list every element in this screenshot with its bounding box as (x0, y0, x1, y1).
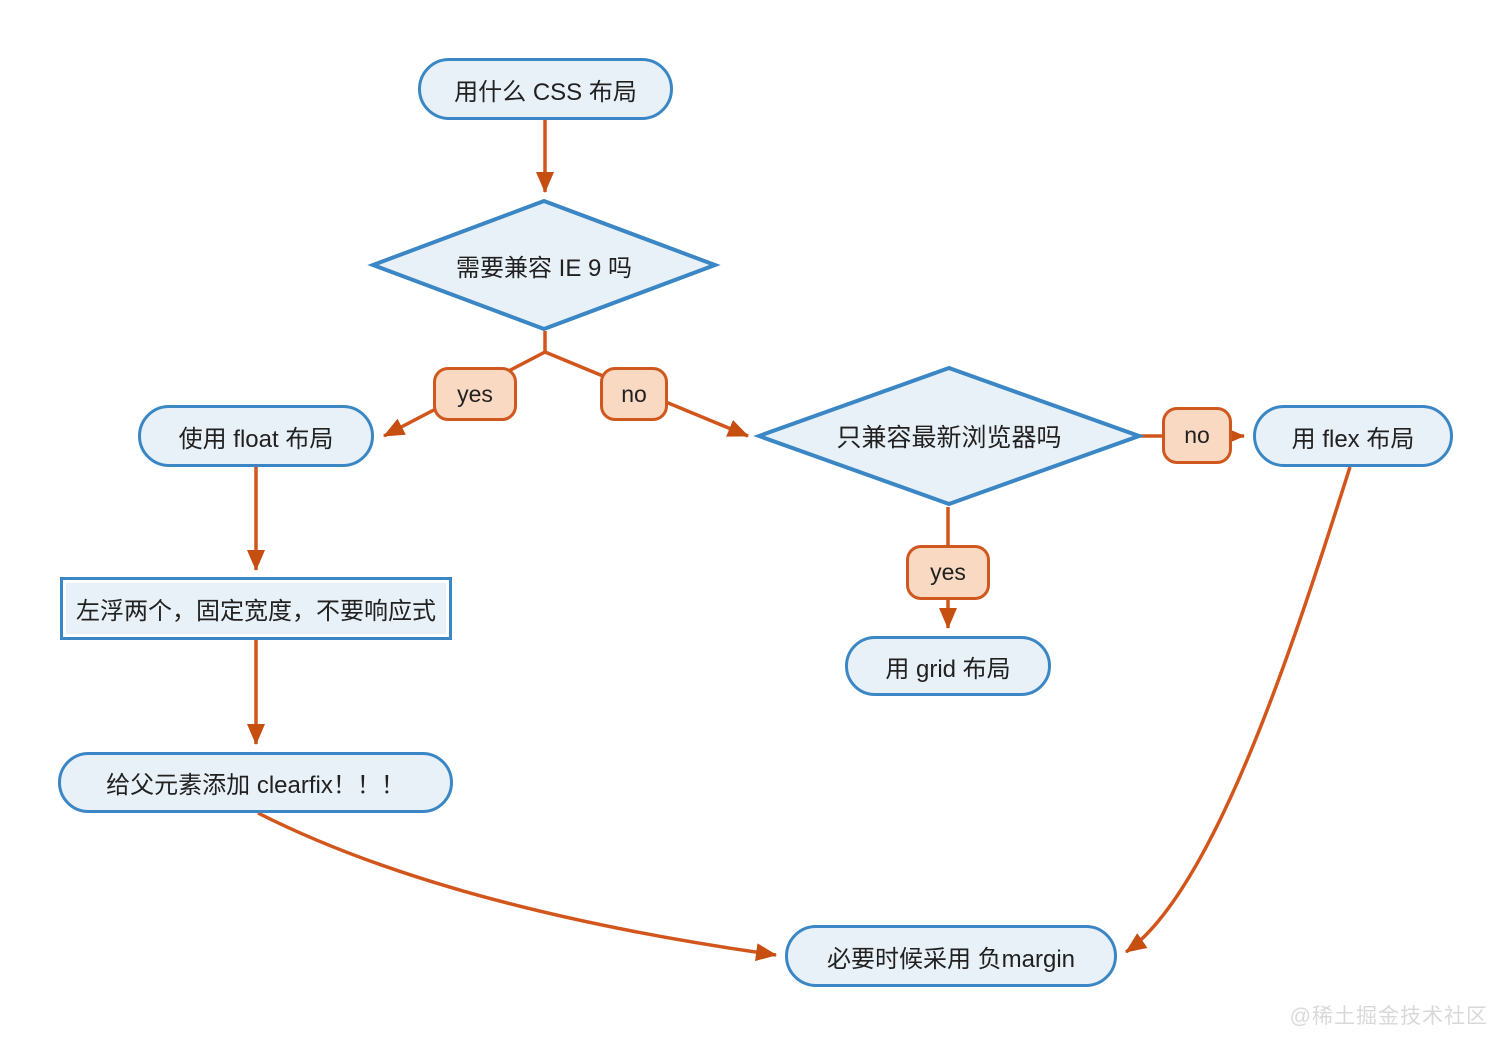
edge-clearfix-to-negmargin (257, 811, 777, 962)
node-grid-layout-label: 用 grid 布局 (885, 655, 1011, 683)
node-negative-margin: 必要时候采用 负margin (785, 925, 1117, 987)
edge-label-ie9-no-text: no (621, 380, 647, 407)
edge-label-modern-yes: yes (906, 545, 990, 600)
node-clearfix: 给父元素添加 clearfix！！！ (58, 752, 453, 813)
node-decision-ie9-label: 需要兼容 IE 9 吗 (455, 254, 633, 282)
watermark: @稀土掘金技术社区 (1289, 1005, 1488, 1028)
node-start-label: 用什么 CSS 布局 (454, 78, 637, 106)
edge-label-ie9-no: no (600, 367, 668, 421)
edge-label-ie9-yes: yes (433, 367, 517, 421)
node-float-detail: 左浮两个，固定宽度，不要响应式 (60, 577, 452, 640)
edge-label-modern-no: no (1162, 407, 1232, 464)
node-clearfix-label: 给父元素添加 clearfix！！！ (106, 772, 405, 799)
node-flex-layout-label: 用 flex 布局 (1291, 425, 1415, 453)
diamond-shape-modern (753, 365, 1145, 507)
node-float-detail-label: 左浮两个，固定宽度，不要响应式 (76, 598, 436, 625)
diamond-shape-ie9 (367, 198, 721, 332)
node-float-layout-label: 使用 float 布局 (178, 425, 334, 453)
edge-flex-to-negmargin (1124, 466, 1352, 954)
edge-label-modern-no-text: no (1184, 422, 1210, 448)
node-flex-layout: 用 flex 布局 (1253, 405, 1453, 467)
edge-label-modern-yes-text: yes (930, 559, 966, 585)
node-negative-margin-label: 必要时候采用 负margin (826, 945, 1076, 973)
node-float-layout: 使用 float 布局 (138, 405, 374, 467)
node-decision-ie9: 需要兼容 IE 9 吗 (367, 198, 721, 332)
node-decision-modern: 只兼容最新浏览器吗 (753, 365, 1145, 507)
edge-label-ie9-yes-text: yes (457, 380, 493, 407)
node-start: 用什么 CSS 布局 (418, 58, 673, 120)
node-grid-layout: 用 grid 布局 (845, 636, 1051, 696)
node-decision-modern-label: 只兼容最新浏览器吗 (836, 424, 1062, 452)
